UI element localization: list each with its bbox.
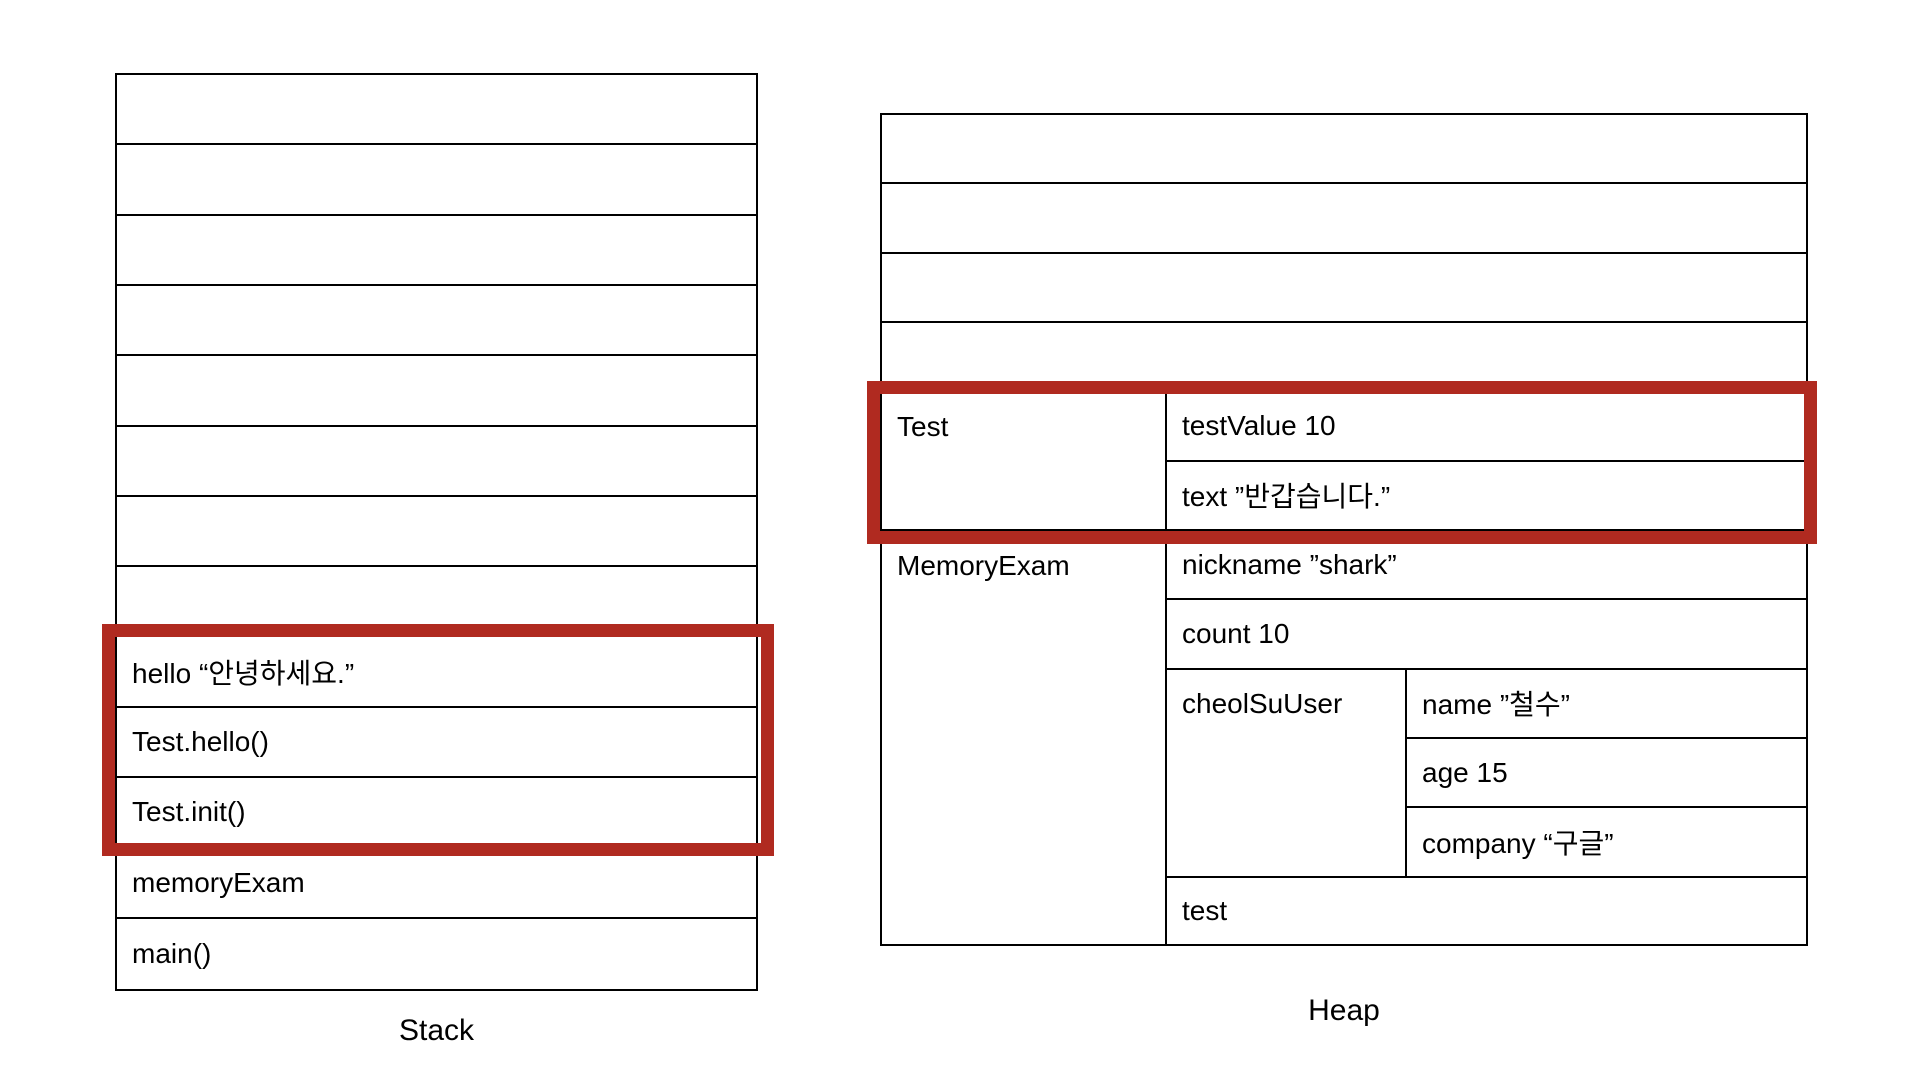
heap-field-company: company “구글” bbox=[1422, 828, 1614, 860]
heap-cheolsuuser-name: cheolSuUser bbox=[1182, 688, 1343, 720]
stack-row-memoryexam: memoryExam bbox=[117, 848, 756, 919]
stack-table: hello “안녕하세요.” Test.hello() Test.init() … bbox=[115, 73, 758, 991]
stack-row-hello: hello “안녕하세요.” bbox=[117, 637, 756, 708]
heap-entry-cheolsuuser: cheolSuUser name ”철수” age 15 company “구글… bbox=[1167, 669, 1806, 878]
heap-entry-memoryexam: MemoryExam nickname ”shark” count 10 che… bbox=[882, 531, 1806, 944]
heap-field-test: test bbox=[1182, 894, 1228, 926]
heap-field-text: text ”반갑습니다.” bbox=[1182, 481, 1391, 513]
heap-row-empty bbox=[882, 115, 1806, 185]
heap-test-name-cell: Test bbox=[882, 392, 1167, 530]
heap-memoryexam-name: MemoryExam bbox=[897, 549, 1070, 581]
stack-row-main: main() bbox=[132, 937, 212, 969]
heap-cheolsuuser-fields: name ”철수” age 15 company “구글” bbox=[1407, 670, 1806, 876]
stack-row-empty bbox=[117, 356, 756, 427]
stack-label: Stack bbox=[398, 1014, 475, 1047]
heap-label: Heap bbox=[1308, 994, 1380, 1027]
heap-row-empty bbox=[882, 184, 1806, 254]
stack-row-empty bbox=[117, 75, 756, 146]
stack-row-empty bbox=[117, 497, 756, 568]
stack-row-empty bbox=[117, 216, 756, 286]
heap-field-testvalue: testValue 10 bbox=[1167, 392, 1806, 462]
heap-memoryexam-fields: nickname ”shark” count 10 cheolSuUser na… bbox=[1167, 531, 1806, 944]
stack-row-empty bbox=[117, 427, 756, 497]
stack-row-test-init: Test.init() bbox=[117, 778, 756, 849]
heap-memoryexam-name-cell: MemoryExam bbox=[882, 531, 1167, 944]
stack-row-empty bbox=[117, 145, 756, 216]
heap-row-empty bbox=[882, 323, 1806, 393]
heap-cheolsuuser-name-cell: cheolSuUser bbox=[1167, 669, 1407, 876]
heap-row-empty bbox=[882, 254, 1806, 323]
heap-test-name: Test bbox=[897, 410, 949, 442]
heap-table: Test testValue 10 text ”반갑습니다.” MemoryEx… bbox=[880, 113, 1808, 946]
stack-row-empty bbox=[117, 567, 756, 638]
heap-field-count: count 10 bbox=[1167, 600, 1806, 670]
stack-row-test-hello: Test.hello() bbox=[117, 708, 756, 779]
stack-row-empty bbox=[117, 286, 756, 357]
heap-test-fields: testValue 10 text ”반갑습니다.” bbox=[1167, 392, 1806, 529]
heap-entry-test: Test testValue 10 text ”반갑습니다.” bbox=[882, 392, 1806, 532]
heap-field-nickname: nickname ”shark” bbox=[1167, 531, 1806, 601]
heap-field-age: age 15 bbox=[1407, 739, 1806, 809]
heap-field-name: name ”철수” bbox=[1407, 670, 1806, 740]
